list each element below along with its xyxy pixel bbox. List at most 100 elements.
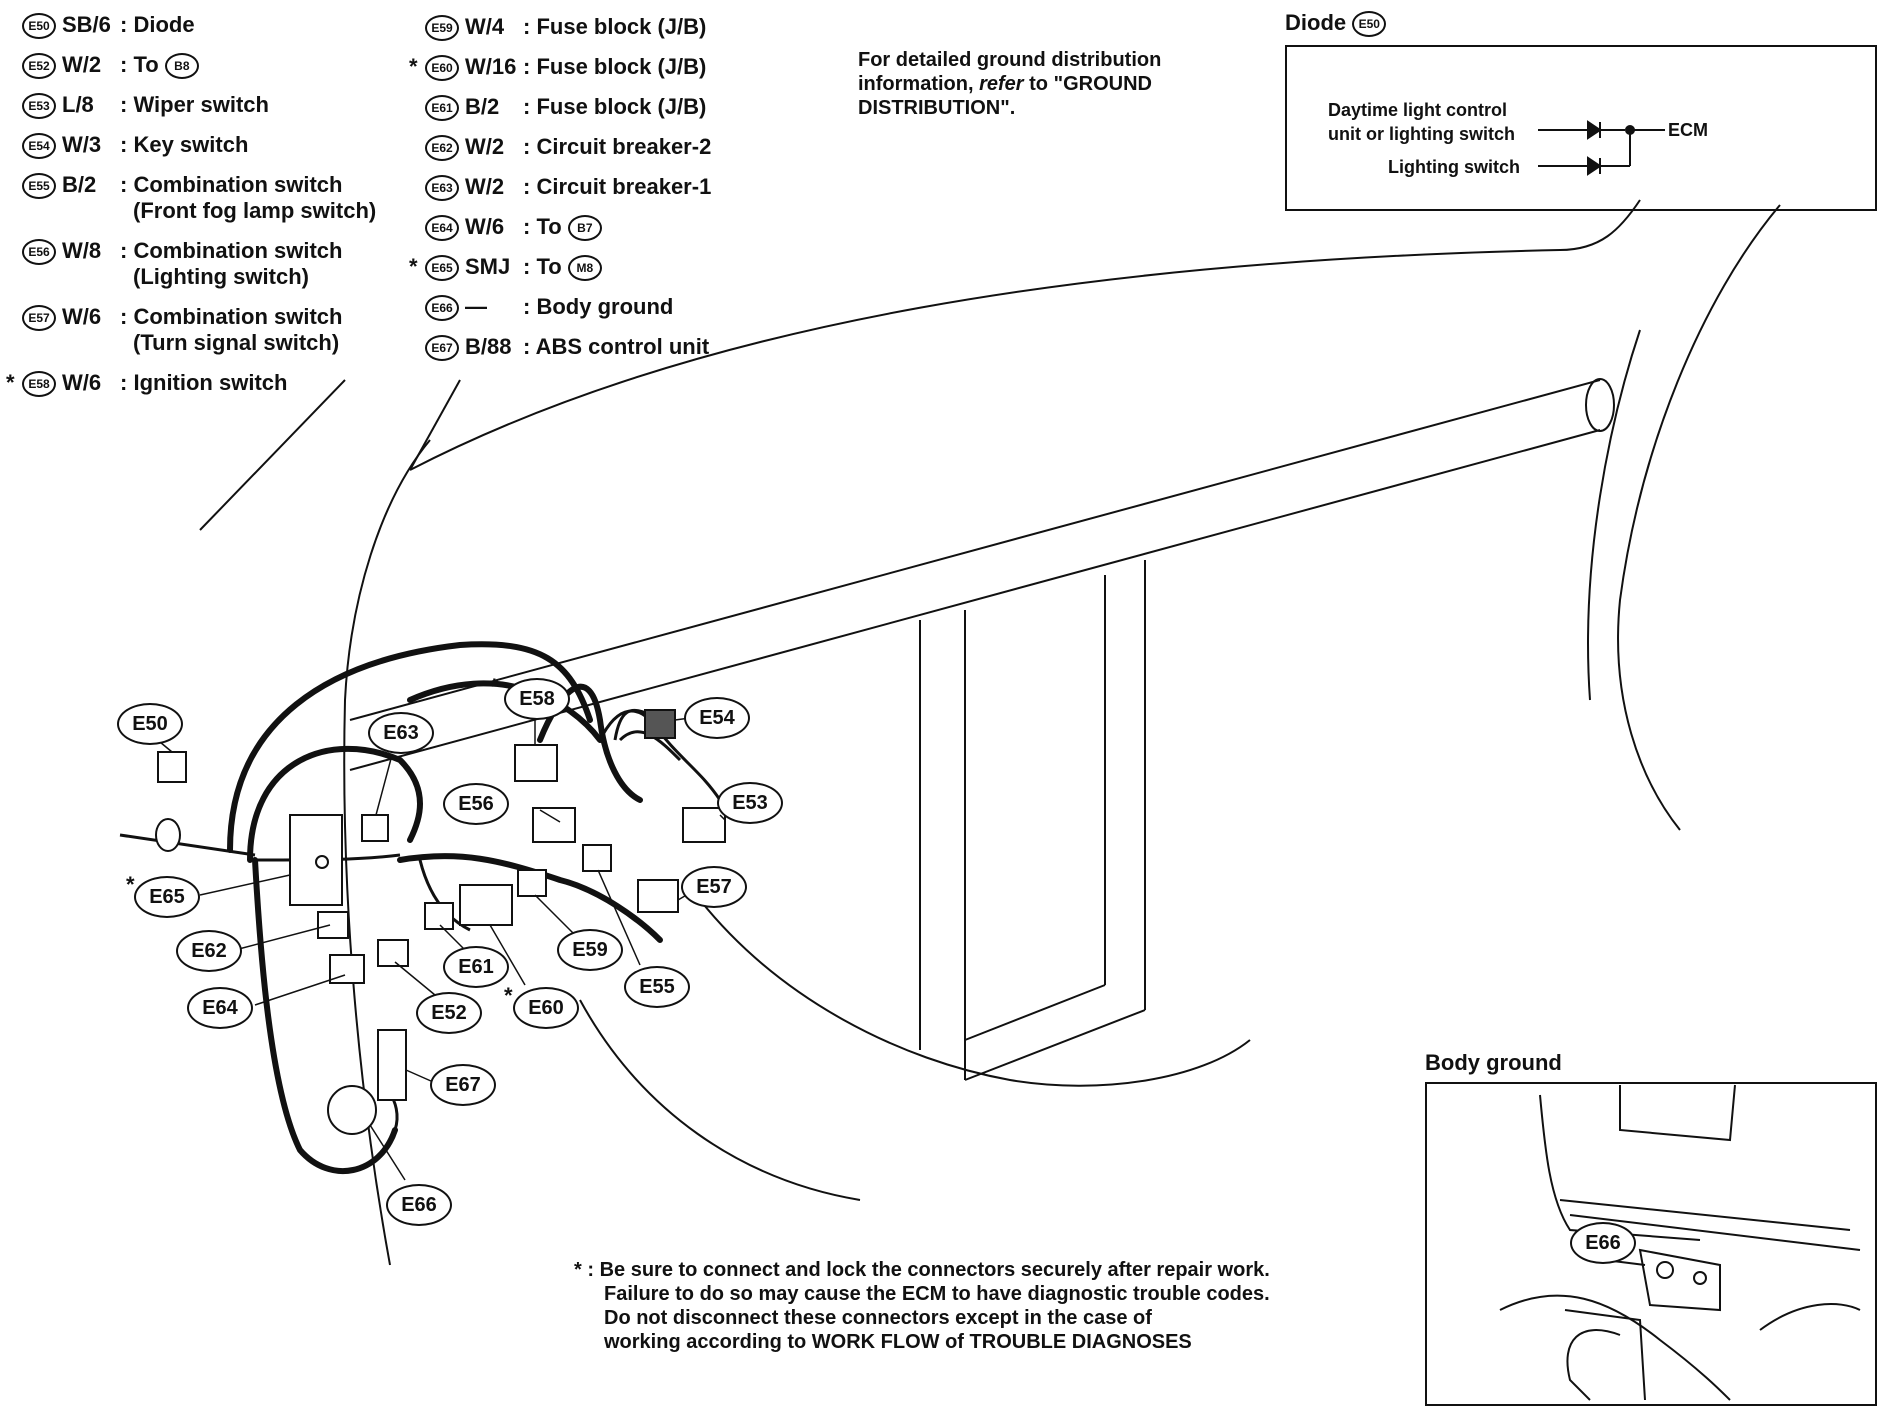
connector-badge: E67 [425, 335, 459, 362]
legend-desc-e67: : ABS control unit [523, 334, 710, 359]
harness-main [227, 641, 593, 853]
legend-desc-e57: : Combination switch [120, 304, 343, 329]
diode-symbol-1 [1587, 120, 1602, 140]
console-bottom-2 [964, 984, 1106, 1041]
callout-e61: E61 [443, 946, 509, 988]
connector-badge: E56 [22, 239, 56, 266]
star-marker: * [504, 983, 513, 1008]
connector-e63-shape [361, 814, 389, 842]
bg-art-5 [1499, 1294, 1731, 1401]
harness-down [252, 857, 398, 1174]
connector-badge: E59 [425, 15, 459, 42]
to-connector-badge: B7 [567, 215, 602, 242]
body-ground-inset-title: Body ground [1425, 1050, 1562, 1075]
connector-desc: Fuse block (J/B) [536, 94, 707, 119]
callout-e54: E54 [684, 697, 750, 739]
bg-art-8 [1759, 1303, 1861, 1331]
wire-spec: B/88 [465, 334, 512, 359]
footnote: * : Be sure to connect and lock the conn… [574, 1258, 1270, 1354]
diode-dot [1625, 125, 1635, 135]
connector-badge: E62 [425, 135, 459, 162]
connector-e67-shape [377, 1029, 407, 1101]
connector-subdesc: (Front fog lamp switch) [133, 198, 377, 223]
callout-e50: E50 [117, 703, 183, 745]
bg-bolt-1 [1656, 1261, 1674, 1279]
callout-e55: E55 [624, 966, 690, 1008]
connector-badge: E52 [22, 53, 56, 80]
diode-input1-line2: unit or lighting switch [1328, 124, 1515, 144]
reinforcement-bar-end [1585, 378, 1615, 432]
bg-art-4 [1569, 1214, 1861, 1251]
legend-desc-e50: : Diode [120, 12, 195, 37]
inset-title-text: Diode [1285, 10, 1347, 35]
console-bottom [964, 1009, 1146, 1081]
connector-desc: Ignition switch [133, 370, 288, 395]
bg-art-6 [1564, 1309, 1646, 1401]
legend-desc-e59: : Fuse block (J/B) [523, 14, 707, 39]
connector-badge: E65 [425, 255, 459, 282]
callout-e60: E60 [513, 987, 579, 1029]
star-marker: * [126, 872, 135, 897]
bg-art-2 [1619, 1084, 1736, 1142]
footnote-line-1: * : Be sure to connect and lock the conn… [574, 1258, 1270, 1282]
leader-e63 [375, 754, 393, 816]
connector-desc: Key switch [133, 132, 249, 157]
to-connector-badge: B8 [164, 53, 199, 80]
connector-desc: Circuit breaker-2 [536, 134, 712, 159]
connector-desc: To [536, 254, 562, 279]
ground-distribution-note: For detailed ground distribution informa… [858, 48, 1161, 120]
connector-e53-shape [682, 807, 726, 843]
footnote-text: : Be sure to connect and lock the connec… [587, 1259, 1270, 1281]
connector-e54-shape [644, 709, 676, 739]
legend-desc-e62: : Circuit breaker-2 [523, 134, 712, 159]
legend-desc-e63: : Circuit breaker-1 [523, 174, 712, 199]
connector-desc: Circuit breaker-1 [536, 174, 712, 199]
callout-e58: E58 [504, 678, 570, 720]
connector-desc: Combination switch [133, 238, 343, 263]
legend-desc-e64: : To B7 [523, 214, 608, 242]
connector-desc: Fuse block (J/B) [536, 14, 707, 39]
connector-subdesc: (Turn signal switch) [133, 330, 340, 355]
legend-desc-e56: : Combination switch [120, 238, 343, 263]
connector-e60-shape [459, 884, 513, 926]
connector-desc: To [536, 214, 562, 239]
footnote-line-3: Do not disconnect these connectors excep… [604, 1307, 1152, 1329]
leader-e59 [534, 894, 576, 936]
diode-input2: Lighting switch [1388, 157, 1520, 177]
connector-desc: Body ground [536, 294, 674, 319]
legend-row-e66: E66— [425, 294, 487, 322]
connector-badge: E58 [22, 371, 56, 398]
connector-desc: Wiper switch [133, 92, 269, 117]
legend-desc-e52: : To B8 [120, 52, 205, 80]
harness-loop [247, 745, 423, 863]
callout-e57: E57 [681, 866, 747, 908]
leader-e56 [539, 809, 561, 823]
note-line: information, refer to "GROUND [858, 72, 1161, 96]
callout-e52: E52 [416, 992, 482, 1034]
wire-spec: SMJ [465, 254, 511, 279]
connector-e52-shape [377, 939, 409, 967]
legend-desc-e54: : Key switch [120, 132, 249, 157]
lower-panel [699, 899, 1251, 1087]
connector-desc: To [133, 52, 159, 77]
star-marker: * [409, 254, 418, 279]
wire-spec: — [465, 294, 487, 319]
leader-left [199, 379, 346, 531]
connector-e66-shape [327, 1085, 377, 1135]
star-marker: * [6, 370, 15, 395]
legend-desc-e60: : Fuse block (J/B) [523, 54, 707, 79]
connector-badge: E63 [425, 175, 459, 202]
wire-spec: L/8 [62, 92, 94, 117]
to-connector-badge: M8 [567, 255, 602, 282]
leader-e62 [234, 924, 331, 951]
wire-spec: W/6 [465, 214, 505, 239]
callout-e67: E67 [430, 1064, 496, 1106]
connector-e58-shape [514, 744, 558, 782]
